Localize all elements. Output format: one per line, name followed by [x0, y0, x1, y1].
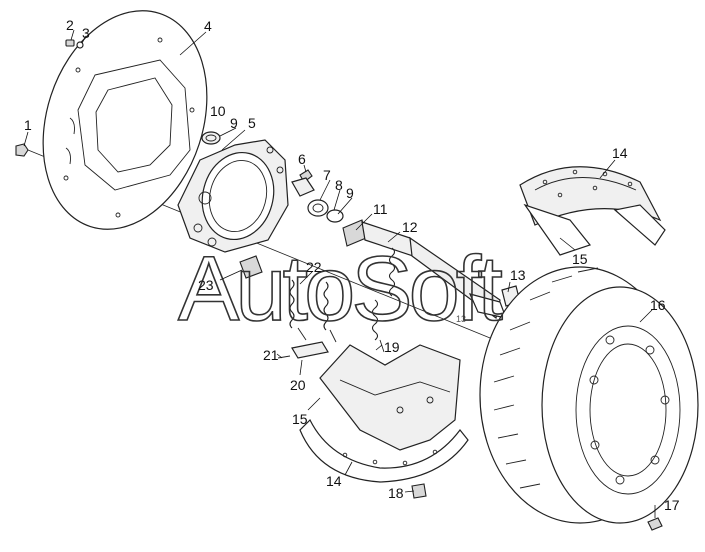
upper-brake-shoe — [519, 166, 666, 256]
callout-16: 16 — [650, 297, 666, 313]
callout-22: 22 — [306, 259, 322, 275]
lower-brake-shoe — [299, 344, 469, 483]
callout-20: 20 — [290, 377, 306, 393]
dust-shield — [42, 10, 208, 230]
anchor-pin — [239, 255, 263, 279]
callout-21: 21 — [263, 347, 279, 363]
callout-numbers: 1 2 3 4 5 6 7 8 9 10 9 11 12 13 14 15 16… — [24, 17, 680, 513]
leader-lines — [23, 29, 656, 518]
return-springs — [289, 279, 337, 343]
callout-9-seal: 9 — [346, 185, 354, 201]
callout-14-upper: 14 — [612, 145, 628, 161]
callout-18: 18 — [388, 485, 404, 501]
camshaft-marking: 13 — [456, 314, 466, 324]
brake-drum — [479, 266, 699, 524]
shoe-spring — [371, 247, 396, 353]
callout-23: 23 — [198, 277, 214, 293]
watermark: AutoSoft — [178, 238, 502, 340]
screw-and-washer — [65, 39, 84, 49]
camshaft: 13 — [342, 219, 507, 324]
callout-5: 5 — [248, 115, 256, 131]
callout-19: 19 — [384, 339, 400, 355]
bushing — [201, 131, 221, 145]
callout-6: 6 — [298, 151, 306, 167]
callout-1: 1 — [24, 117, 32, 133]
callout-17: 17 — [664, 497, 680, 513]
callout-2: 2 — [66, 17, 74, 33]
callout-4: 4 — [204, 18, 212, 34]
callout-10: 10 — [210, 103, 226, 119]
callout-13: 13 — [510, 267, 526, 283]
callout-3: 3 — [82, 25, 90, 41]
drum-screw — [647, 517, 663, 531]
lining-rivet — [411, 483, 427, 499]
callout-11: 11 — [373, 201, 388, 217]
callout-9-bushing: 9 — [230, 115, 238, 131]
callout-14-lower: 14 — [326, 473, 342, 489]
brake-spider — [177, 139, 289, 253]
callout-8: 8 — [335, 177, 343, 193]
roller-pin — [277, 341, 329, 359]
callout-15-lower: 15 — [292, 411, 308, 427]
cam-bushing-seals — [291, 177, 344, 223]
callout-12: 12 — [402, 219, 418, 235]
callout-7: 7 — [323, 167, 331, 183]
bolt — [15, 143, 29, 157]
callout-15-upper: 15 — [572, 251, 588, 267]
